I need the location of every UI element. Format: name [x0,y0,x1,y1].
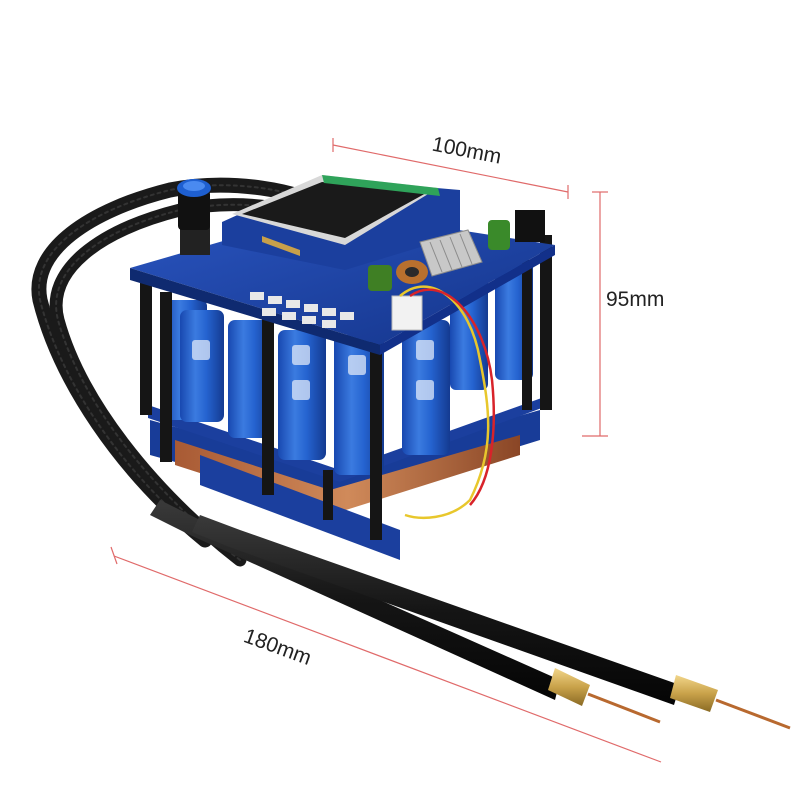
width-label: 100mm [430,133,503,169]
capacitors-front [180,310,450,475]
welding-pen-icon [192,515,680,705]
capacitor-icon [228,320,272,438]
cable-loops [31,177,338,567]
welding-pen-right [192,515,791,730]
dc-jack [515,210,545,242]
capacitor-icon [180,310,224,422]
knob-icon [177,179,211,255]
capacitor-icon [368,265,392,291]
standoffs [140,235,552,540]
inductor-icon [396,260,428,284]
lead-wires [399,285,496,520]
middle-board [148,395,550,482]
bottom-board [150,410,540,560]
connector [391,295,423,331]
heatsink-icon [419,229,483,277]
capacitor-icon [488,220,510,250]
lcd-icon [222,175,460,270]
dimension-height: 95mm [582,191,664,437]
length-label: 180mm [241,624,315,670]
height-label: 95mm [606,288,664,311]
